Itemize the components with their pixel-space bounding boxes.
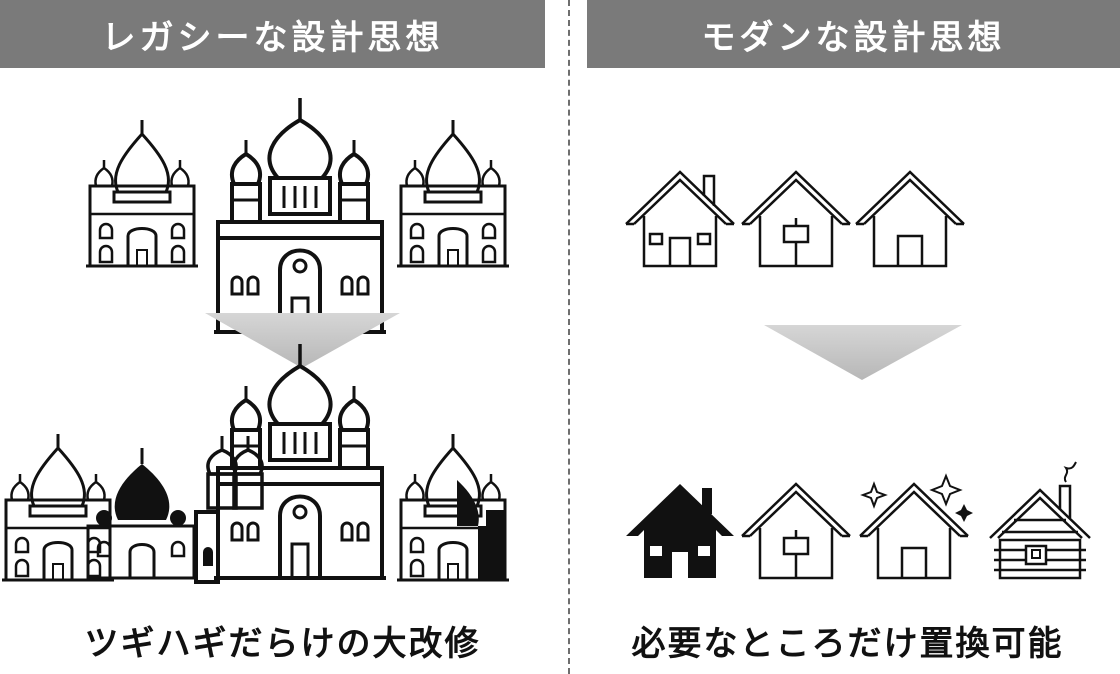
legacy-after-group — [0, 342, 511, 584]
half-filled-mosque-icon — [395, 432, 511, 582]
modern-design-banner: モダンな設計思想 — [587, 0, 1120, 68]
modern-down-arrow — [764, 325, 962, 380]
sparkle-house-icon — [858, 473, 973, 580]
modern-before-group — [624, 170, 966, 268]
palace-icon — [212, 96, 388, 334]
small-mosque-icon — [84, 118, 200, 268]
house-sign-icon — [740, 170, 852, 268]
filled-house-icon — [626, 484, 734, 578]
patched-mosque-icon — [86, 448, 196, 580]
log-cabin-icon — [989, 461, 1091, 580]
legacy-caption-text: ツギハギだらけの大改修 — [84, 623, 481, 664]
house-icon — [624, 170, 736, 268]
patched-palace-icon — [212, 342, 388, 580]
modern-caption-text: 必要なところだけ置換可能 — [631, 623, 1064, 664]
small-mosque-icon — [0, 432, 116, 582]
legacy-before-group — [84, 96, 511, 334]
legacy-down-arrow — [205, 313, 400, 368]
house-sign-icon — [740, 482, 852, 580]
small-mosque-icon — [395, 118, 511, 268]
modern-after-group — [626, 461, 1091, 580]
extra-towers-icon — [194, 436, 264, 584]
legacy-design-title: レガシーな設計思想 — [101, 17, 444, 58]
house-icon — [854, 170, 966, 268]
center-divider — [568, 0, 570, 674]
legacy-design-caption: ツギハギだらけの大改修 — [0, 610, 565, 670]
legacy-design-banner: レガシーな設計思想 — [0, 0, 545, 68]
modern-design-title: モダンな設計思想 — [701, 17, 1006, 58]
modern-design-caption: 必要なところだけ置換可能 — [575, 610, 1120, 670]
